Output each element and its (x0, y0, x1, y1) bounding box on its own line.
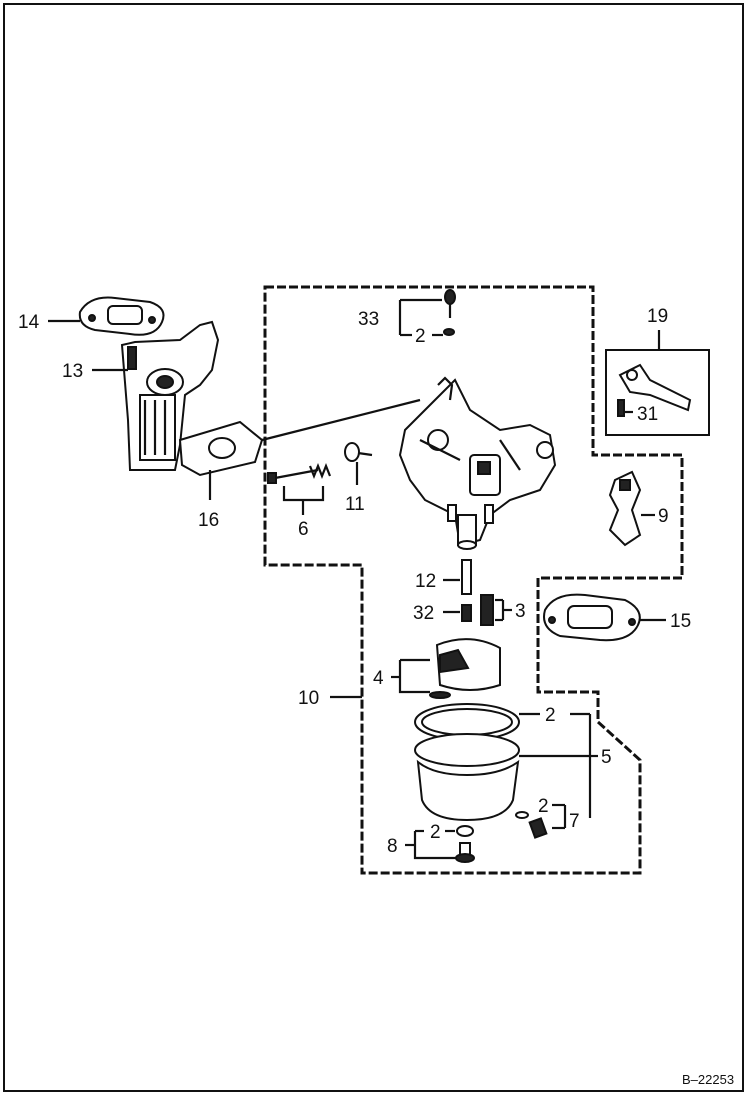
callout-8: 8 (387, 836, 398, 857)
callout-2-drain: 2 (538, 796, 549, 817)
callout-6: 6 (298, 519, 309, 540)
part-6-screw-spring (267, 463, 332, 515)
part-19-lever (605, 330, 710, 436)
part-12-needle (443, 559, 472, 595)
callout-15: 15 (670, 611, 691, 632)
part-4-float (391, 638, 501, 699)
callout-12: 12 (415, 571, 436, 592)
callout-7: 7 (569, 811, 580, 832)
part-7-drain-screw (515, 803, 567, 839)
part-5-float-bowl (414, 703, 598, 822)
assembly-10-outline (263, 285, 684, 875)
figure-reference: B–22253 (682, 1072, 734, 1087)
callout-2-bolt: 2 (430, 822, 441, 843)
part-15-gasket (543, 593, 666, 642)
callout-2-choke: 2 (415, 326, 426, 347)
callout-11: 11 (345, 494, 365, 515)
callout-13: 13 (62, 361, 83, 382)
callout-16: 16 (198, 510, 219, 531)
part-9-float-pin (608, 470, 655, 547)
part-13-bracket (120, 320, 220, 471)
callout-4: 4 (373, 668, 384, 689)
callout-5: 5 (601, 747, 612, 768)
callout-2-bowl-gasket: 2 (545, 705, 556, 726)
part-16-gasket (178, 398, 421, 477)
callout-14: 14 (18, 312, 40, 333)
callout-9: 9 (658, 506, 669, 527)
part-11-screw (344, 442, 373, 485)
callout-19: 19 (647, 306, 668, 327)
callout-32: 32 (413, 603, 434, 624)
diagram-frame (3, 3, 744, 1092)
callout-10: 10 (298, 688, 319, 709)
part-14-gasket (78, 296, 165, 336)
carburetor-body (398, 376, 557, 550)
part-32-3-jets (443, 594, 512, 626)
callout-31: 31 (637, 404, 658, 425)
callout-33: 33 (358, 309, 379, 330)
callout-3: 3 (515, 601, 526, 622)
part-33-screw (398, 289, 456, 337)
part-8-bowl-bolt (405, 825, 475, 863)
